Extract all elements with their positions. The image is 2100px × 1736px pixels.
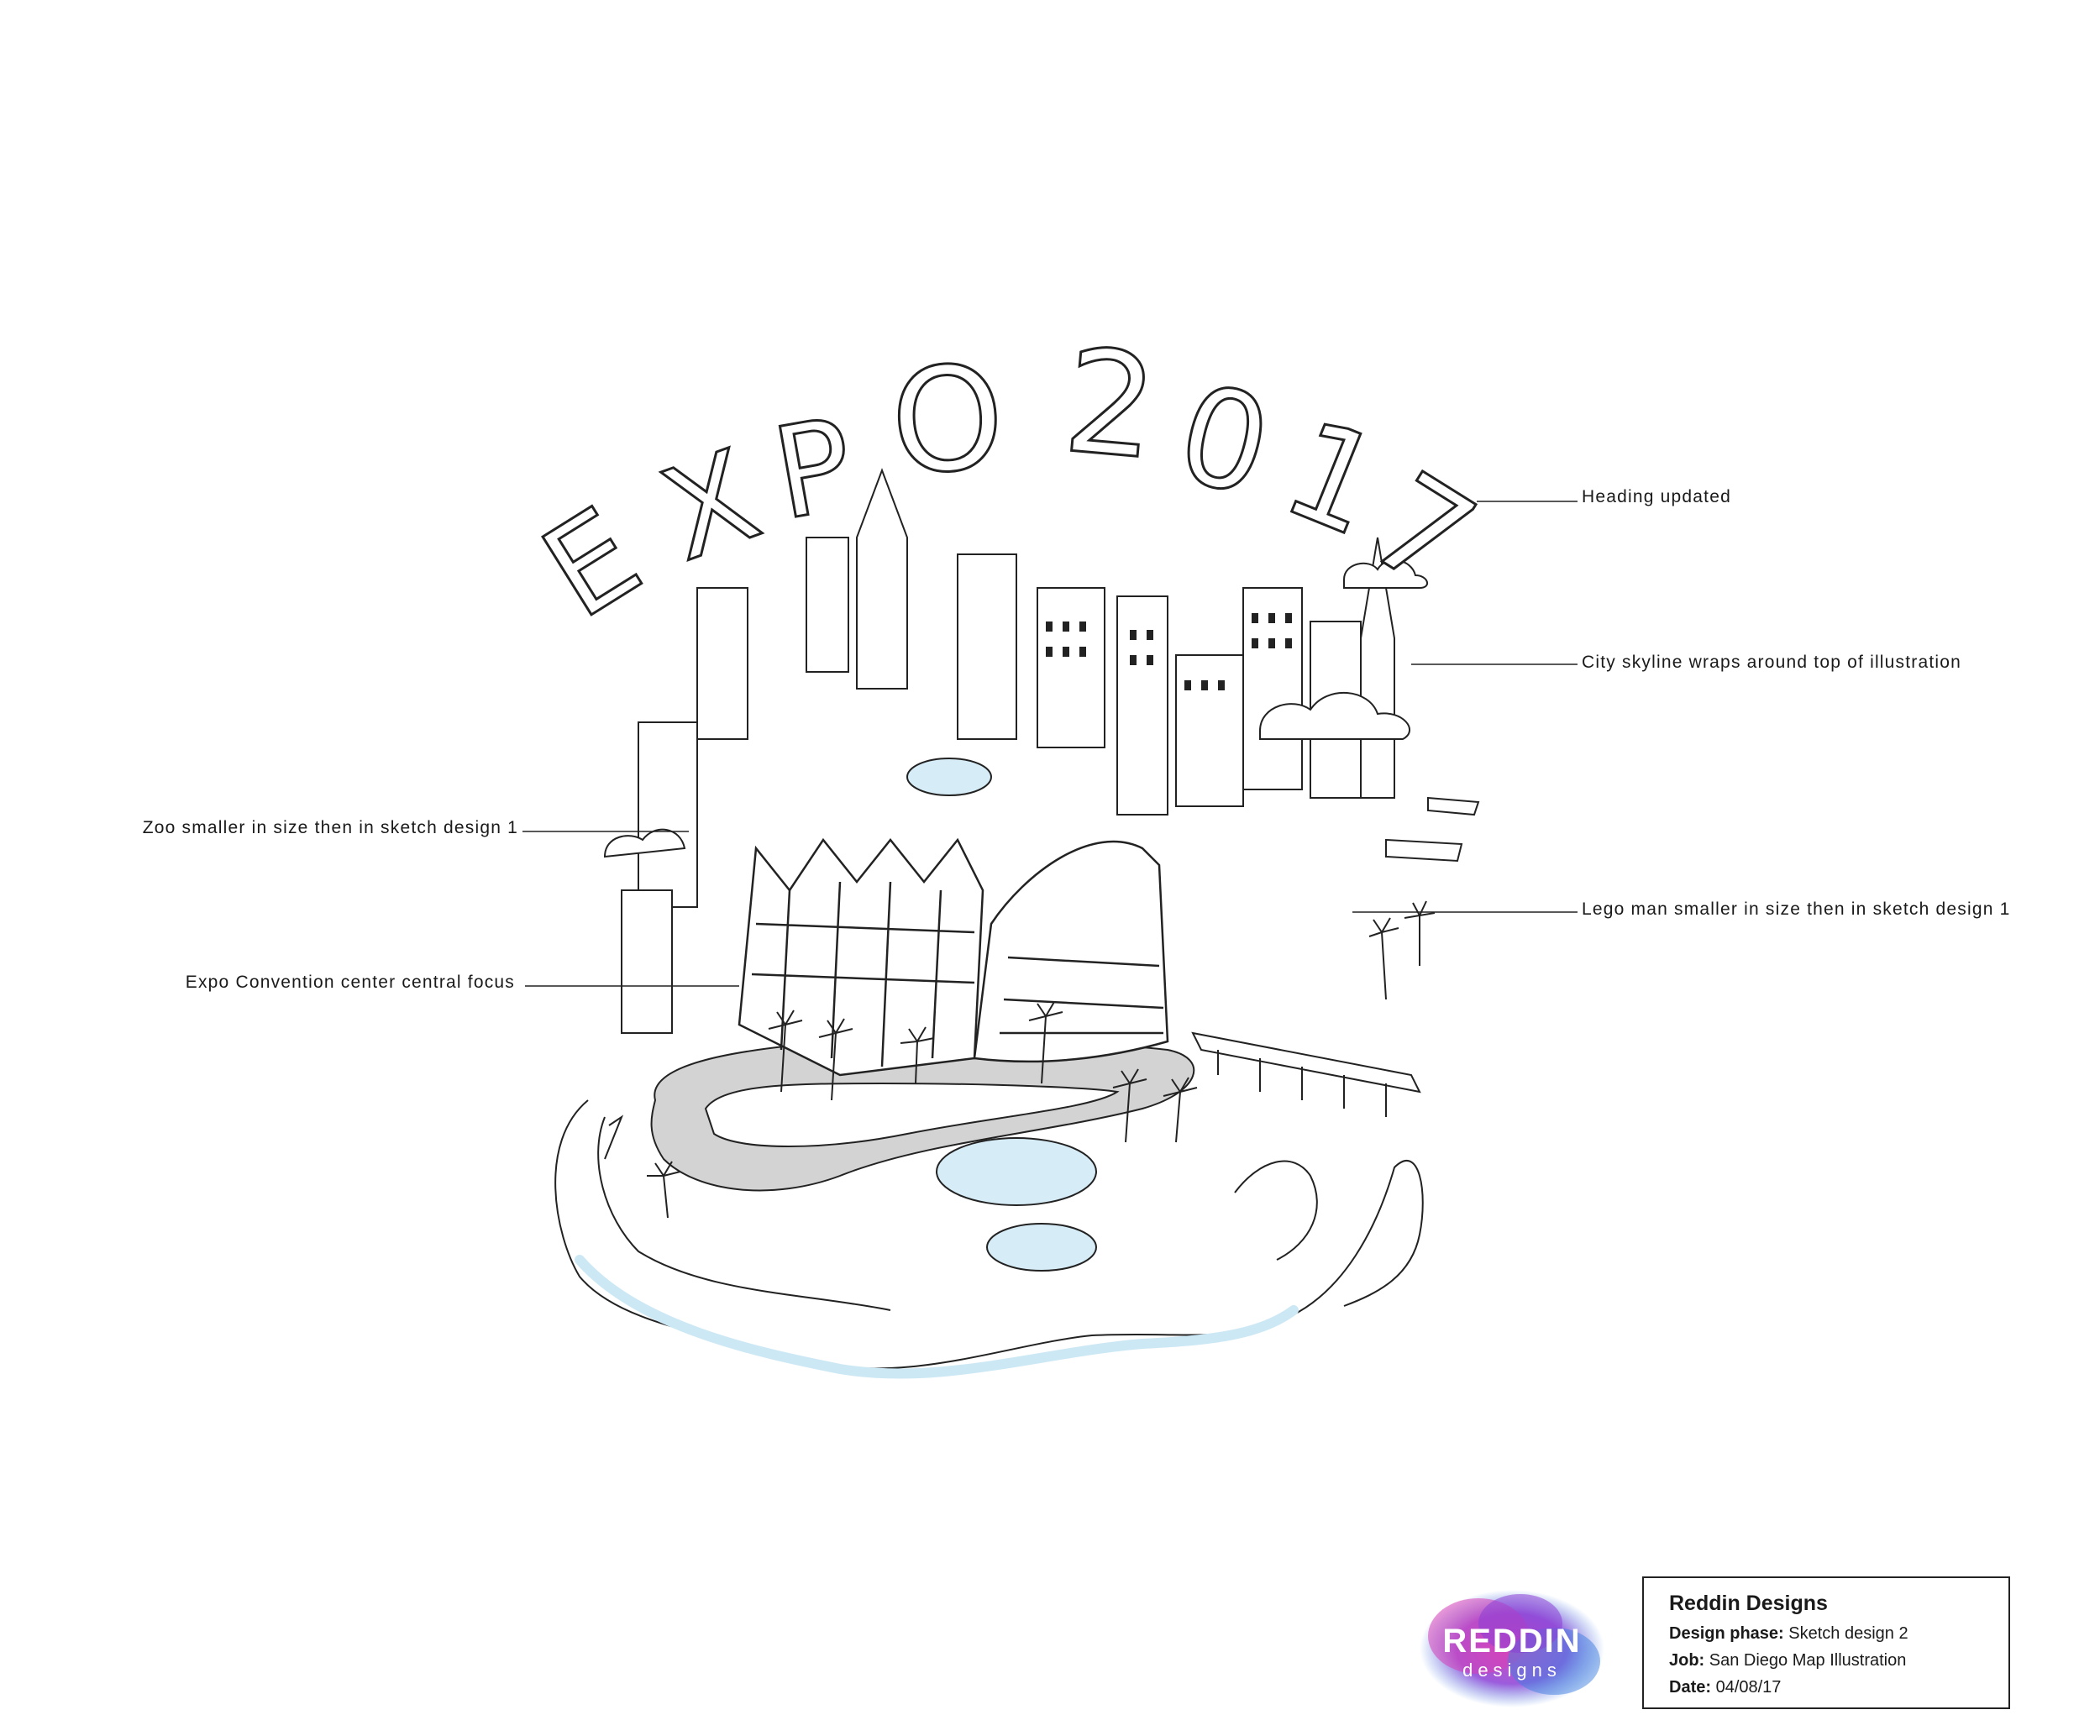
logo-watercolor-splash: [1420, 1590, 1604, 1707]
leader-lines: [522, 501, 1578, 987]
pool: [936, 1137, 1097, 1206]
design-phase-value: Sketch design 2: [1788, 1624, 1908, 1643]
callout-city-skyline: City skyline wraps around top of illustr…: [1582, 653, 1962, 672]
date-value: 04/08/17: [1715, 1678, 1782, 1697]
callout-heading-updated: Heading updated: [1582, 487, 1731, 506]
logo-subtitle: designs: [1462, 1660, 1562, 1681]
water-shade: [575, 1255, 1299, 1379]
callout-lego-man: Lego man smaller in size then in sketch …: [1582, 899, 2011, 919]
building-windows: [1046, 613, 1292, 690]
heading-letter: X: [645, 422, 776, 590]
road-inner: [704, 1082, 1120, 1147]
convention-center: [738, 837, 1169, 1077]
job-value: San Diego Map Illustration: [1709, 1651, 1907, 1670]
pier: [1191, 796, 1480, 1117]
palm-trees: [604, 900, 1436, 1219]
heading-letter: O: [887, 335, 1008, 507]
date-row: Date: 04/08/17: [1669, 1678, 1983, 1697]
company-name: Reddin Designs: [1669, 1592, 1828, 1615]
callout-zoo: Zoo smaller in size then in sketch desig…: [142, 818, 518, 837]
date-label: Date:: [1669, 1678, 1712, 1697]
callout-expo-center: Expo Convention center central focus: [185, 973, 515, 992]
skyline: [621, 468, 1395, 1034]
job-label: Job:: [1669, 1651, 1705, 1670]
heading-letter: 2: [1058, 318, 1163, 492]
title-block: Reddin Designs Design phase: Sketch desi…: [1642, 1576, 2010, 1709]
logo-name: REDDIN: [1442, 1623, 1582, 1660]
pool: [986, 1223, 1097, 1272]
clouds: [603, 559, 1428, 858]
heading-letter: 0: [1163, 354, 1284, 527]
island-shore: [554, 1099, 1424, 1370]
pool: [906, 758, 992, 796]
job-row: Job: San Diego Map Illustration: [1669, 1651, 1983, 1670]
heading-letter: E: [519, 480, 664, 647]
design-phase-label: Design phase:: [1669, 1624, 1784, 1643]
design-phase-row: Design phase: Sketch design 2: [1669, 1624, 1983, 1644]
reddin-logo: REDDIN designs: [1411, 1577, 1613, 1716]
heading-letter: P: [764, 391, 864, 548]
